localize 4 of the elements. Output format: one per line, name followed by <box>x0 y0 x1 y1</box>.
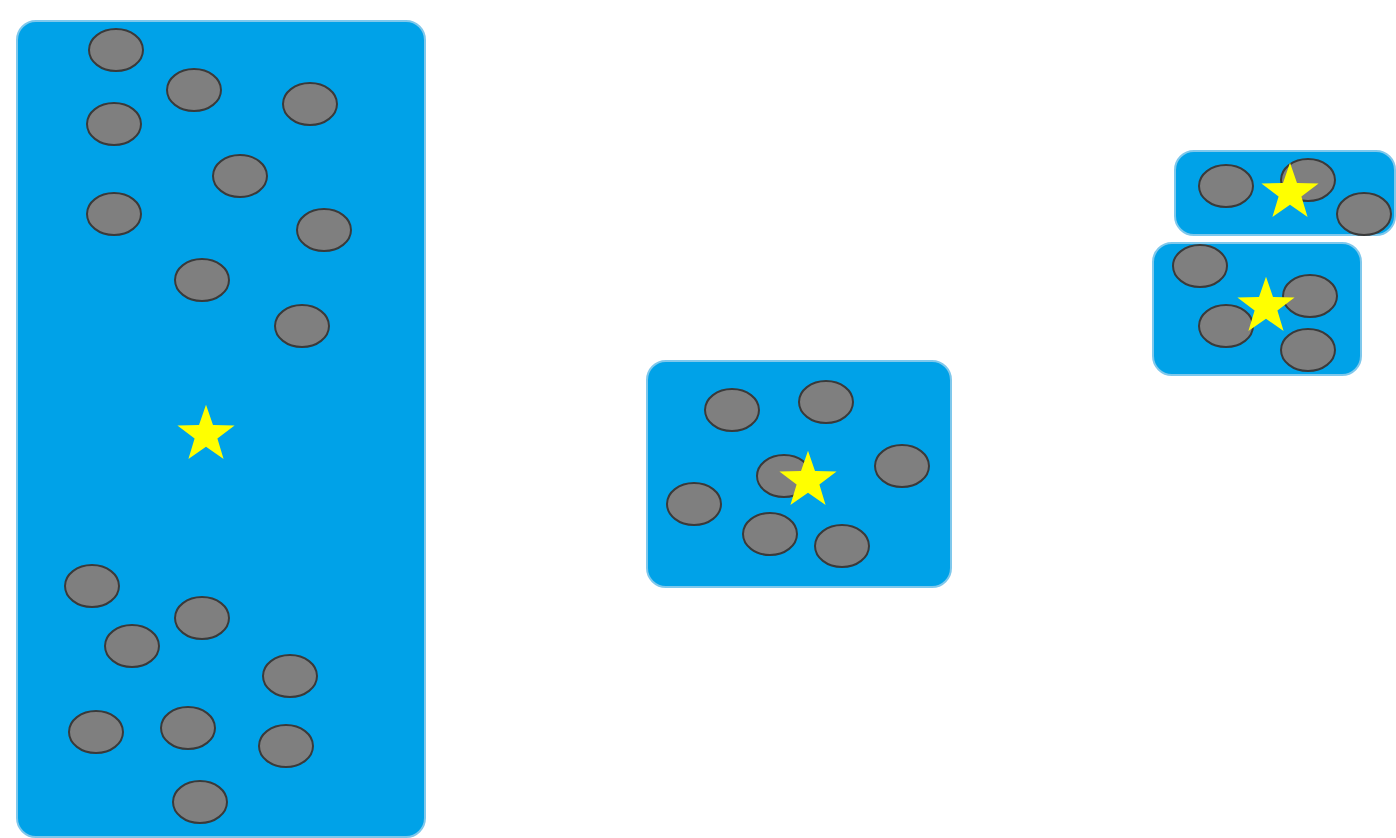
rounded-box <box>16 20 426 838</box>
rounded-box <box>646 360 952 588</box>
rounded-box <box>1174 150 1396 236</box>
rounded-box <box>1152 242 1362 376</box>
